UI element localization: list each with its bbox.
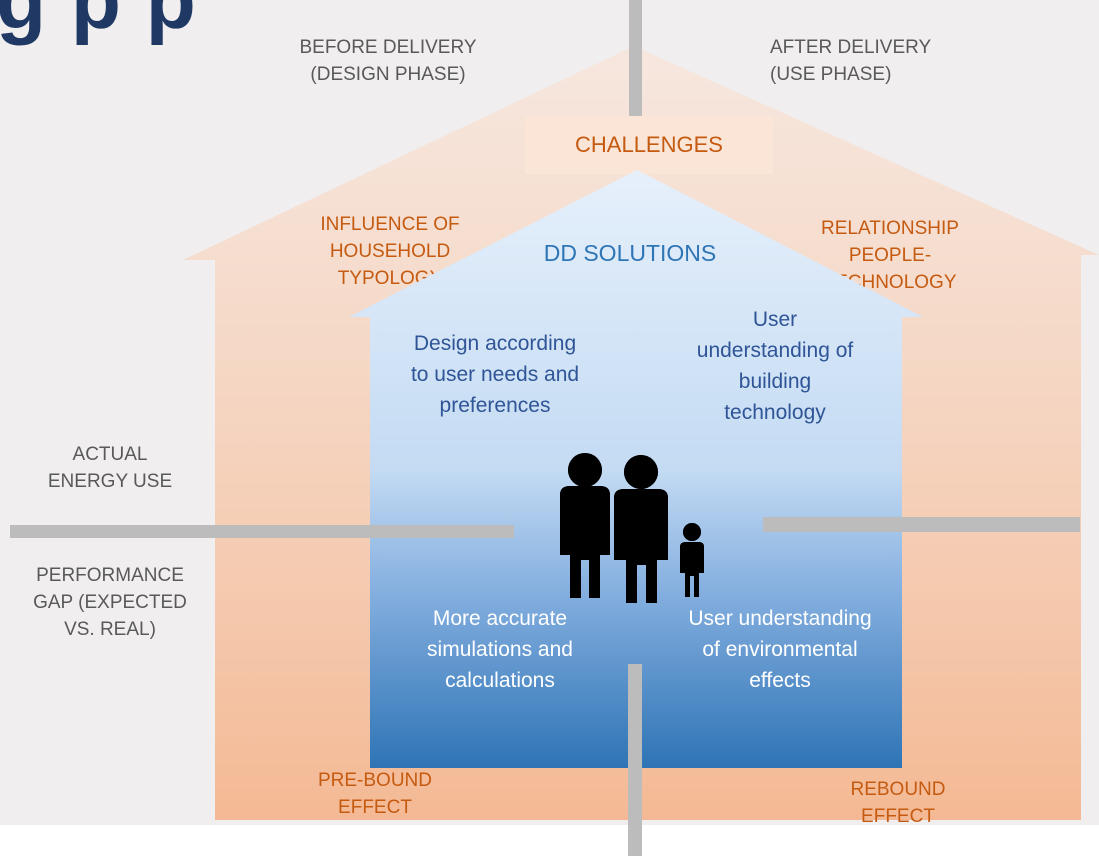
building-technology-label: User understanding of building technolog… (696, 308, 854, 424)
dd-solutions-title: DD SOLUTIONS (543, 240, 717, 266)
performance-gap-label: PERFORMANCE GAP (EXPECTED VS. REAL) (33, 565, 187, 640)
vertical-divider-top (629, 0, 642, 118)
actual-energy-use-label: ACTUAL ENERGY USE (47, 444, 173, 492)
challenges-label: CHALLENGES (525, 116, 773, 174)
vertical-divider-bottom-end (628, 825, 642, 856)
vertical-divider-bottom (628, 664, 642, 856)
environmental-effects-label: User understanding of environmental effe… (688, 607, 872, 692)
page-title-fragment: g p p (0, 0, 197, 46)
rebound-effect-label: REBOUND EFFECT (850, 779, 946, 827)
pre-bound-effect-label: PRE-BOUND EFFECT (317, 770, 432, 818)
before-delivery-label: BEFORE DELIVERY (DESIGN PHASE) (299, 37, 477, 85)
horizontal-divider-left (10, 525, 514, 538)
bottom-band (0, 825, 1099, 856)
horizontal-divider-right (763, 517, 1080, 532)
after-delivery-label: AFTER DELIVERY (USE PHASE) (770, 37, 932, 85)
simulations-label: More accurate simulations and calculatio… (427, 607, 573, 692)
relationship-people-technology-label: RELATIONSHIP PEOPLE- TECHNOLOGY (821, 218, 959, 293)
household-typology-label: INFLUENCE OF HOUSEHOLD TYPOLOGY (320, 214, 460, 289)
design-user-needs-label: Design according to user needs and prefe… (410, 332, 580, 417)
